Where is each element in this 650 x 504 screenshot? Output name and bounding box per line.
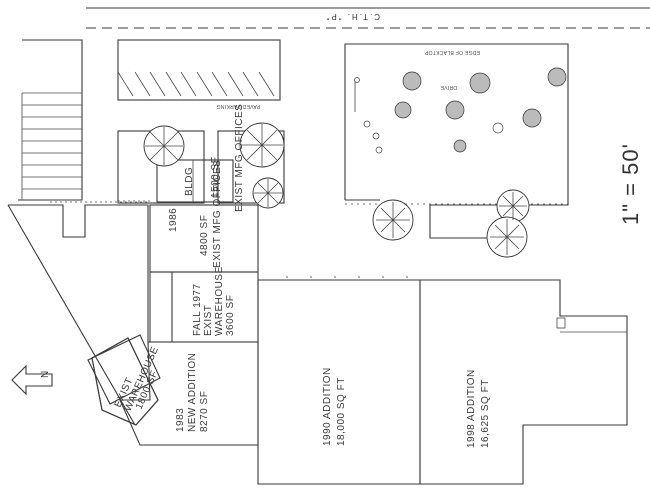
- north-arrow-icon: N: [11, 364, 53, 396]
- building-1977: FALL 1977 EXIST WAREHOUSE 3600 SF: [149, 266, 259, 343]
- b1983-l3: 8270 SF: [199, 391, 210, 432]
- tree-icon: [375, 146, 383, 154]
- b1990-l1: 1990 ADDITION: [322, 367, 333, 446]
- building-1990: 1990 ADDITION 18,000 SQ FT: [257, 276, 421, 485]
- b1986-year: 1986: [168, 208, 179, 232]
- b1983-l2: NEW ADDITION: [187, 353, 198, 432]
- diagonal-parking: PAVED PARKING: [117, 39, 281, 109]
- perimeter-trees: [372, 189, 530, 258]
- paved-parking-label: PAVED PARKING: [216, 103, 260, 109]
- scale-label: 1" = 50': [618, 143, 643, 225]
- north-label: N: [40, 370, 51, 378]
- b1990-l2: 18,000 SQ FT: [336, 377, 347, 446]
- tree-icon: [492, 122, 504, 134]
- tree-icon: [402, 71, 422, 91]
- b1977-l1: FALL 1977: [192, 283, 203, 336]
- building-1998: 1998 ADDITION 16,625 SQ FT: [419, 279, 628, 485]
- b1998-l1: 1998 ADDITION: [466, 369, 477, 448]
- b1977-l2: EXIST: [203, 305, 214, 336]
- offices-line-2: EXIST MFG OFFICES: [234, 104, 245, 212]
- b1986-desc: EXIST MFG OFFICES: [212, 160, 223, 268]
- tree-icon: [469, 72, 491, 94]
- tree-icon: [522, 108, 542, 128]
- tree-icon: [394, 101, 412, 119]
- b1986-area: 4800 SF: [199, 215, 210, 256]
- b1983-l1: 1983: [175, 408, 186, 432]
- tree-icon: [453, 139, 467, 153]
- offices-line-1: 1500 SF: [210, 157, 221, 198]
- drive-label: DRIVE: [440, 84, 457, 90]
- lot-trees: [354, 67, 567, 154]
- road: C.T.H. "P": [86, 7, 650, 29]
- tree-icon: [363, 120, 371, 128]
- b1977-l4: 3600 SF: [225, 295, 236, 336]
- tree-icon: [445, 100, 465, 120]
- office-site: BLDG 1500 SF EXIST MFG OFFICES: [117, 104, 285, 212]
- west-edge: [7, 201, 149, 426]
- road-label: C.T.H. "P": [325, 12, 380, 21]
- tree-icon: [354, 77, 360, 83]
- bldg-label: BLDG: [184, 167, 195, 196]
- edge-of-blacktop-label: EDGE OF BLACKTOP: [424, 49, 480, 55]
- b1977-l3: WAREHOUSE: [214, 266, 225, 336]
- parking-area: [18, 39, 83, 201]
- b1998-l2: 16,625 SQ FT: [480, 379, 491, 448]
- tree-icon: [372, 132, 380, 140]
- tree-icon: [547, 67, 567, 87]
